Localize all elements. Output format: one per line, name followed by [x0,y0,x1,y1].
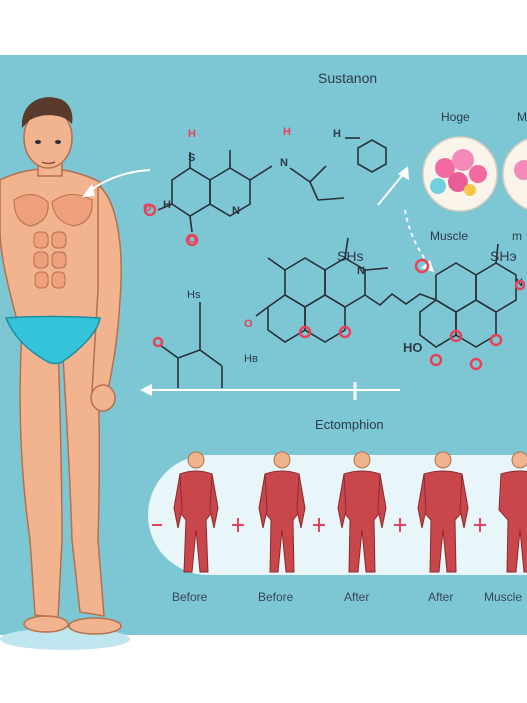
steroid-molecule [255,237,517,348]
atom-h-3: H [333,128,341,140]
caption-step-4: After [428,590,454,604]
progression [152,451,527,573]
caption-step-3: After [344,590,370,604]
atom-n-1: N [280,157,288,169]
left-chain [159,302,223,388]
cell-image-hoge [422,136,498,212]
atom-n-4: N [515,277,523,289]
section-label: Ectomphion [315,417,384,432]
label-muscle: Muscle [430,229,469,243]
group-hs: Hs [187,289,201,301]
muscle-figure-5 [498,451,527,573]
muscle-figure-2 [258,451,306,573]
caption-step-2: Before [258,590,294,604]
label-m: M [517,110,527,124]
atom-o-1: O [143,202,152,214]
atom-s: S [188,152,196,164]
atom-o-2: O [188,234,197,246]
caption-step-5: Muscle [484,590,523,604]
atom-h-mid: H [163,199,171,211]
label-m2: m [512,229,522,243]
group-ho: HO [403,340,423,355]
oxygen-atoms [298,258,526,371]
caption-step-1: Before [172,590,208,604]
atom-o-left: O [244,318,253,330]
atom-n-2: N [232,205,240,217]
atom-n-3: N [357,265,365,277]
bodybuilder-figure [0,97,122,635]
muscle-figure-4 [417,451,469,573]
muscle-figure-1 [173,451,219,573]
muscle-figure-3 [337,451,387,573]
atom-h-2: H [283,126,291,138]
cell-image-m [502,138,527,210]
label-hoge: Hoge [441,110,470,124]
small-ring [345,137,387,173]
group-sh-a: SHs [337,248,364,264]
diagram-title: Sustanon [318,70,378,86]
group-hb: Hв [244,353,258,365]
top-molecule [157,150,345,233]
atom-h-1: H [188,128,196,140]
